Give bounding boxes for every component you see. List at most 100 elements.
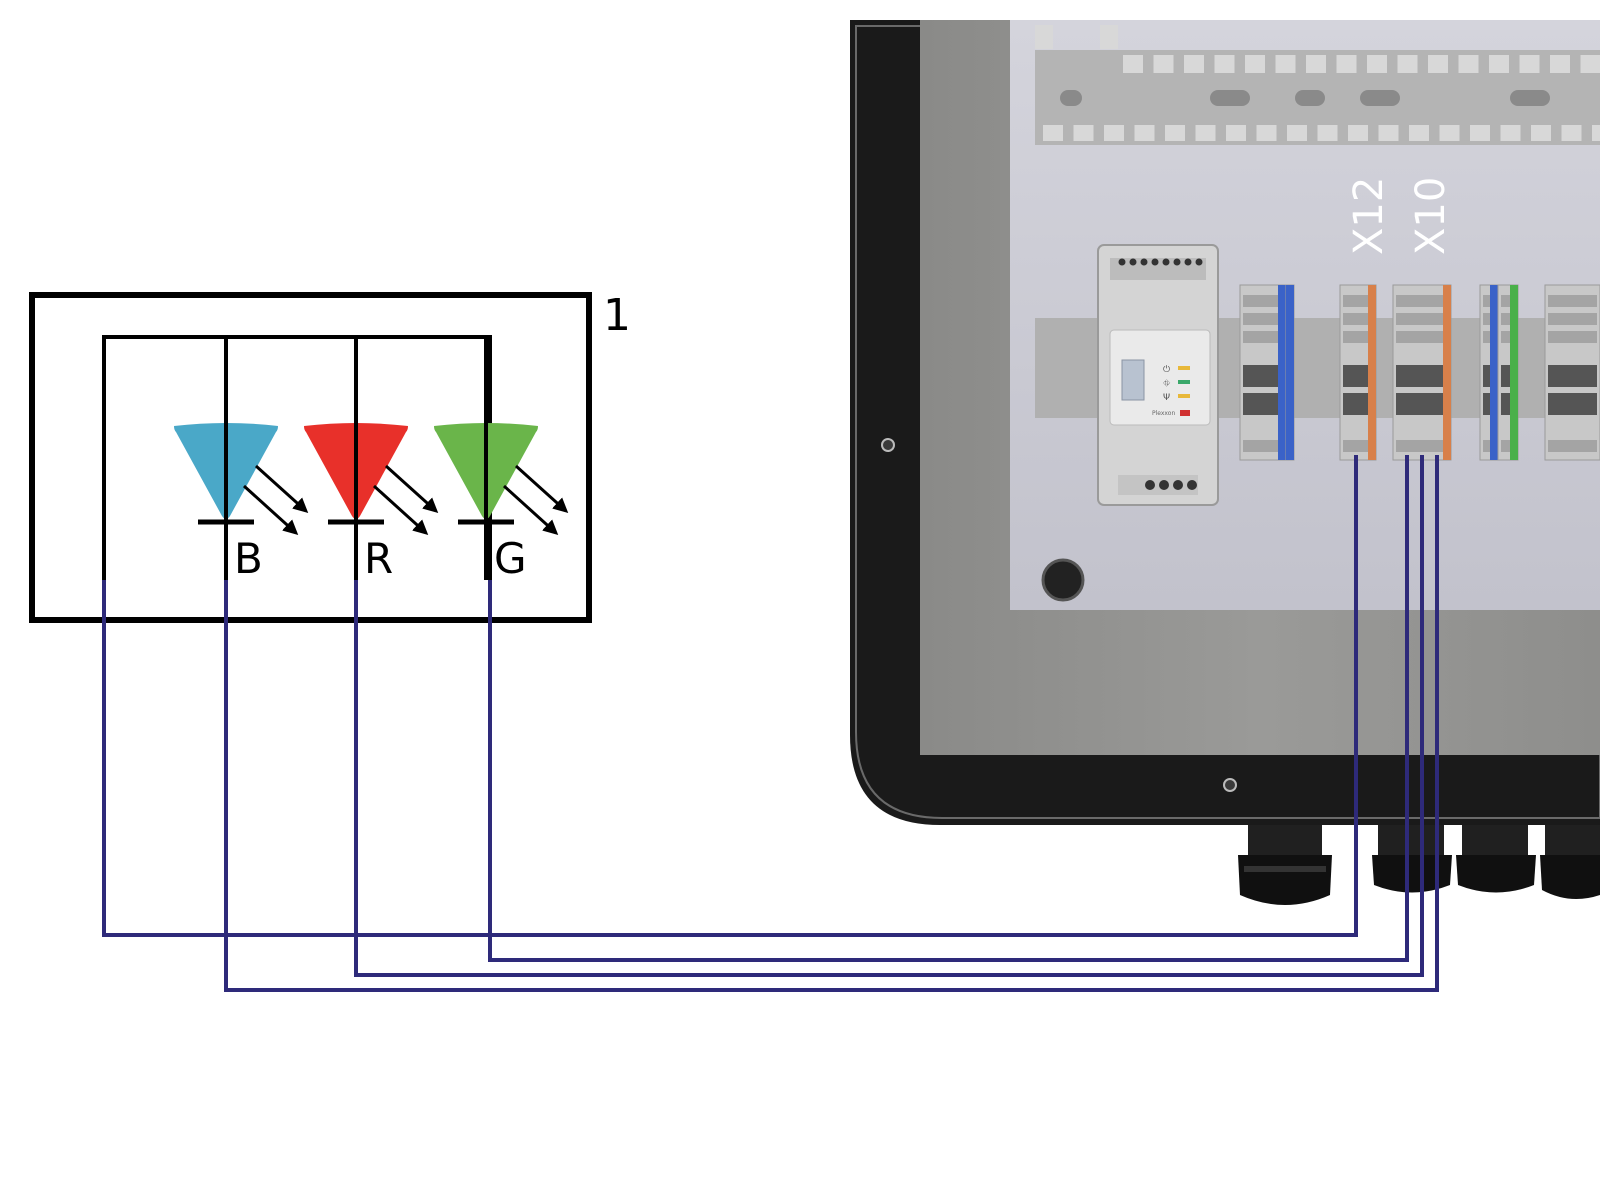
wiring	[102, 455, 1439, 992]
duct-tooth	[1306, 55, 1326, 73]
terminal-block	[1339, 284, 1377, 461]
screw-hole	[1223, 778, 1237, 792]
module-outer-frame	[29, 292, 592, 623]
terminal-pin	[1145, 480, 1155, 490]
terminal-pin	[1162, 258, 1170, 266]
power-icon: ⏻	[1163, 364, 1170, 375]
duct-tooth	[1550, 55, 1570, 73]
duct-tooth	[1226, 125, 1246, 141]
terminal-block	[1544, 284, 1600, 461]
duct-tooth	[1519, 55, 1540, 73]
cable-gland	[1540, 825, 1600, 899]
duct-tooth	[1489, 55, 1509, 73]
network-icon: ⛗	[1163, 379, 1171, 389]
duct-tooth	[1428, 55, 1448, 73]
duct-tooth	[1367, 55, 1387, 73]
duct-tooth	[1184, 55, 1204, 73]
terminal-pin	[1140, 258, 1148, 266]
terminal-block	[1285, 284, 1295, 461]
mounting-bolt	[1041, 558, 1085, 602]
duct-tooth	[1348, 125, 1368, 141]
wire	[354, 455, 1424, 977]
led-letter: R	[364, 534, 393, 583]
duct-tooth	[1245, 55, 1265, 73]
duct-tooth	[1153, 55, 1174, 73]
indicator-led	[1178, 366, 1190, 370]
device-brand: Plexxon	[1152, 410, 1175, 417]
led-g: G	[434, 337, 569, 583]
duct-tooth	[1317, 125, 1338, 141]
terminal-pin	[1159, 480, 1169, 490]
duct-tooth	[1561, 125, 1582, 141]
duct-tooth	[1439, 125, 1460, 141]
indicator-led	[1178, 380, 1190, 384]
duct-tooth	[1214, 55, 1235, 73]
cable-gland	[1238, 825, 1332, 905]
duct-tooth	[1134, 125, 1155, 141]
led-r: R	[304, 337, 439, 583]
terminal-block	[1239, 284, 1287, 461]
duct-tooth	[1195, 125, 1216, 141]
terminal-pin	[1187, 480, 1197, 490]
screw-hole	[881, 438, 895, 452]
emission-arrow	[242, 484, 299, 536]
duct-tooth	[1165, 125, 1185, 141]
duct-tooth	[1592, 125, 1600, 141]
duct-tooth	[1275, 55, 1296, 73]
led-letter: B	[234, 534, 263, 583]
emission-arrow	[384, 464, 439, 514]
duct-tooth	[1580, 55, 1600, 73]
terminal-block	[1392, 284, 1452, 461]
duct-tooth	[1336, 55, 1357, 73]
terminal-pin	[1173, 480, 1183, 490]
duct-tooth	[1100, 25, 1118, 49]
duct-slot	[1210, 90, 1250, 106]
cable-gland	[1456, 825, 1536, 893]
duct-slot	[1510, 90, 1550, 106]
cable-gland	[1372, 825, 1452, 893]
duct-tooth	[1500, 125, 1521, 141]
terminal-pin	[1129, 258, 1137, 266]
duct-tooth	[1123, 55, 1143, 73]
duct-tooth	[1531, 125, 1551, 141]
duct-tooth	[1256, 125, 1277, 141]
terminal-pin	[1195, 258, 1203, 266]
terminal-pin	[1118, 258, 1126, 266]
display-screen	[1121, 359, 1145, 401]
duct-tooth	[1287, 125, 1307, 141]
terminal-pin	[1173, 258, 1181, 266]
control-cabinet: ⏻⛗Ψ Plexxon X12 X10	[850, 20, 1600, 905]
duct-tooth	[1043, 125, 1063, 141]
controller-module: ⏻⛗Ψ Plexxon	[1097, 244, 1219, 506]
enclosure-rim	[855, 25, 1600, 819]
duct-tooth	[1458, 55, 1479, 73]
duct-slot	[1360, 90, 1400, 106]
emission-arrow	[514, 464, 569, 514]
terminal-block	[1479, 284, 1499, 461]
terminal-blocks	[1239, 284, 1600, 461]
duct-tooth	[1378, 125, 1399, 141]
duct-tooth	[1073, 125, 1094, 141]
duct-tooth	[1035, 25, 1053, 49]
terminal-label-x10: X10	[1408, 177, 1454, 255]
emission-arrow	[502, 484, 559, 536]
terminal-pin	[1151, 258, 1159, 266]
status-led-red	[1180, 410, 1190, 416]
wire	[488, 455, 1409, 962]
duct-tooth	[1470, 125, 1490, 141]
terminal-label-x12: X12	[1346, 177, 1392, 255]
duct-slot	[1295, 90, 1325, 106]
terminal-block	[1497, 284, 1519, 461]
duct-slot	[1060, 90, 1082, 106]
led-letter: G	[494, 534, 527, 583]
emission-arrow	[372, 484, 429, 536]
duct-tooth	[1104, 125, 1124, 141]
cable-duct-teeth	[1035, 25, 1600, 141]
emission-arrow	[254, 464, 309, 514]
wire	[102, 455, 1358, 937]
terminal-pin	[1184, 258, 1192, 266]
indicator-led	[1178, 394, 1190, 398]
led-b: B	[174, 337, 309, 583]
